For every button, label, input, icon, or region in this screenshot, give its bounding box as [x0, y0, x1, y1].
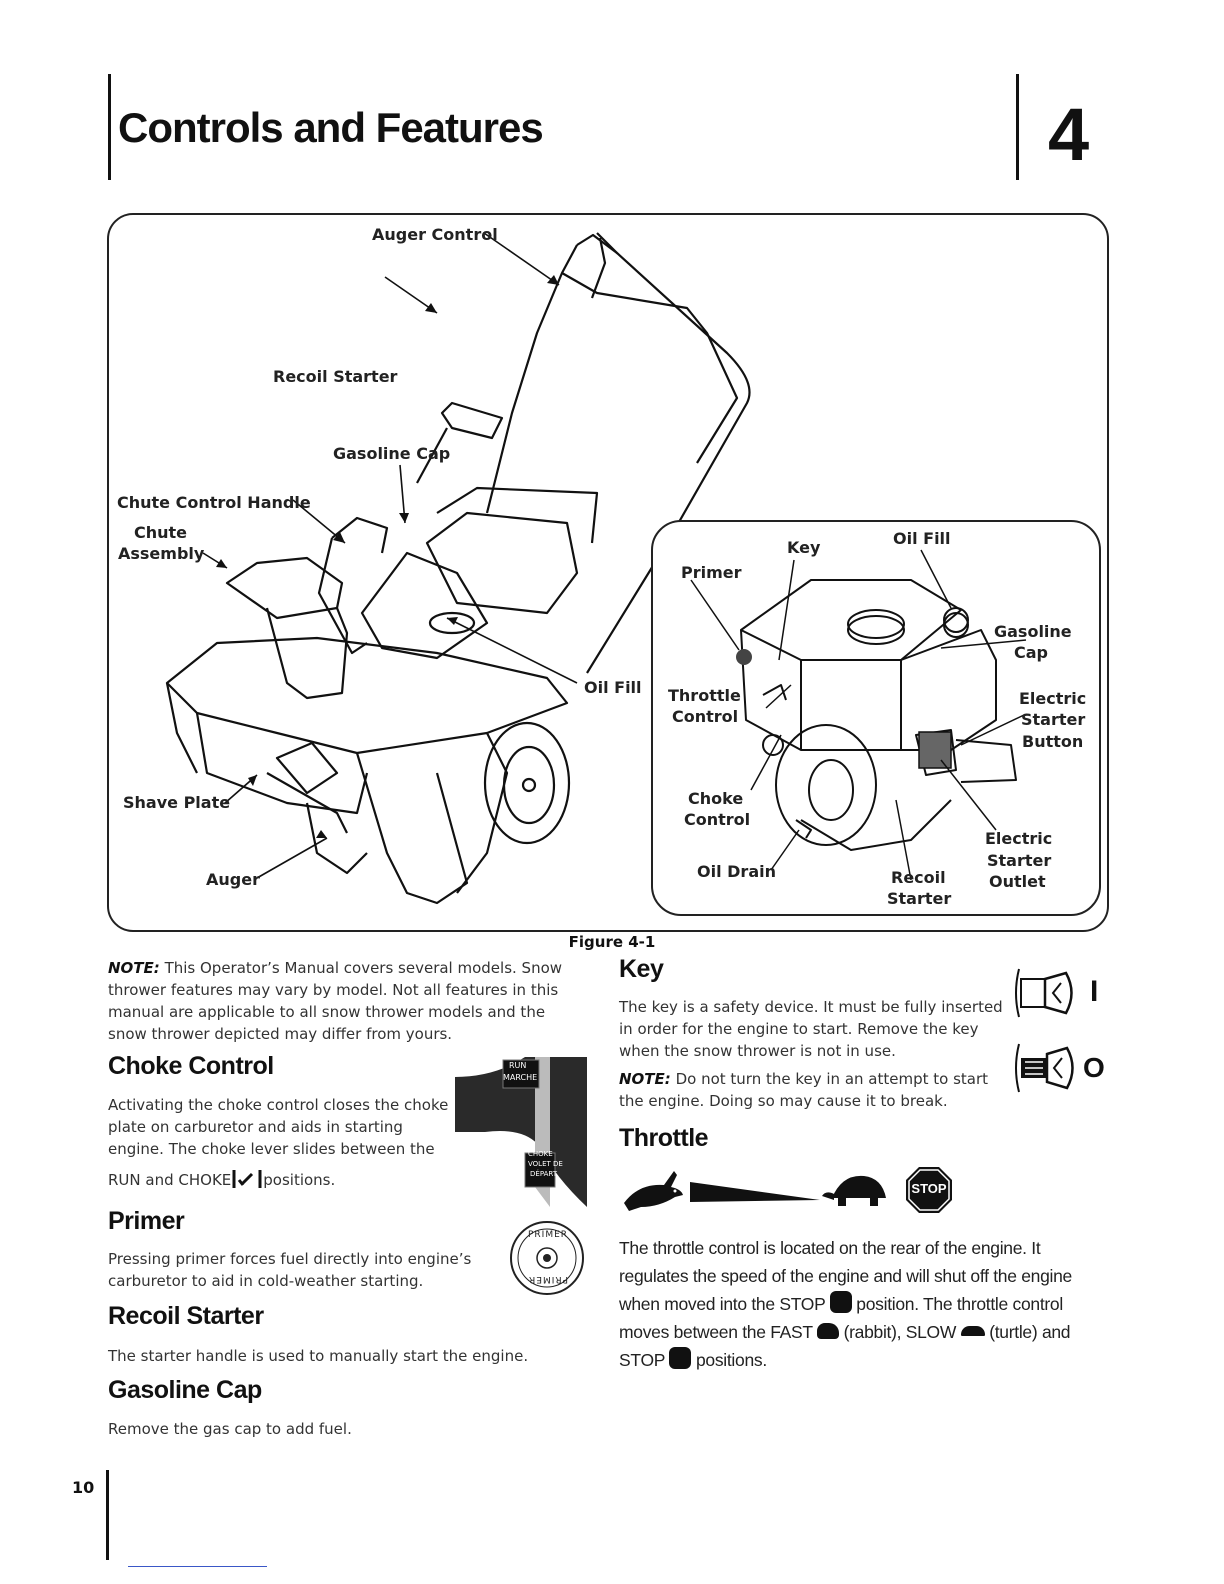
label-shave-plate: Shave Plate	[123, 793, 231, 812]
header-left-rule	[108, 74, 111, 180]
choke-decal-graphic	[455, 1057, 587, 1207]
note-paragraph: NOTE: This Operator’s Manual covers seve…	[108, 957, 588, 1045]
inset-label-key: Key	[787, 538, 821, 557]
inset-label-electric-starter-button-1: Electric	[1019, 689, 1087, 708]
choke-decal-marche-label: MARCHE	[503, 1073, 538, 1082]
primer-decal-text-top: PRIMER	[528, 1230, 569, 1240]
choke-control-text: Activating the choke control closes the …	[108, 1096, 449, 1158]
turtle-icon	[822, 1175, 886, 1206]
choke-decal-run-label: RUN	[509, 1061, 527, 1070]
rabbit-icon	[624, 1171, 683, 1211]
label-auger: Auger	[206, 870, 260, 889]
gasoline-cap-text: Remove the gas cap to add fuel.	[108, 1420, 352, 1438]
footer-link-underline	[128, 1566, 267, 1567]
label-chute-assembly-1: Chute	[134, 523, 188, 542]
heading-choke-control: Choke Control	[108, 1052, 274, 1080]
stop-sign-icon	[906, 1167, 952, 1213]
key-note-label: NOTE:	[619, 1070, 671, 1088]
label-oil-fill: Oil Fill	[584, 678, 642, 697]
snow-thrower-illustration	[165, 232, 751, 905]
key-note-text: Do not turn the key in an attempt to sta…	[619, 1070, 989, 1110]
label-chute-control-handle: Chute Control Handle	[117, 493, 311, 512]
label-chute-assembly-2: Assembly	[118, 544, 205, 563]
primer-decal-text-bottom: PRIMER	[528, 1274, 569, 1284]
inset-label-electric-starter-outlet-1: Electric	[985, 829, 1053, 848]
primer-decal-icon	[510, 1221, 584, 1295]
inset-label-gasoline-cap-1: Gasoline	[994, 622, 1072, 641]
inset-label-choke-control-1: Choke	[688, 789, 744, 808]
rabbit-inline-icon	[817, 1323, 840, 1339]
inset-label-electric-starter-outlet-2: Starter	[987, 851, 1052, 870]
key-inserted-icon	[1015, 968, 1073, 1018]
inset-label-throttle-control-1: Throttle	[668, 686, 741, 705]
primer-text: Pressing primer forces fuel directly int…	[108, 1250, 472, 1290]
inset-label-electric-starter-outlet-3: Outlet	[989, 872, 1046, 891]
page-number: 10	[72, 1478, 95, 1497]
label-auger-control: Auger Control	[372, 225, 498, 244]
page-title: Controls and Features	[118, 104, 544, 151]
chapter-number: 4	[1048, 93, 1090, 176]
turtle-inline-icon	[960, 1326, 985, 1336]
label-recoil-starter: Recoil Starter	[273, 367, 398, 386]
inset-label-electric-starter-button-3: Button	[1022, 732, 1084, 751]
recoil-starter-text: The starter handle is used to manually s…	[108, 1347, 529, 1365]
stop-inline-icon	[829, 1291, 852, 1313]
throttle-text: The throttle control is located on the r…	[619, 1238, 1072, 1370]
run-choke-symbol-icon	[231, 1168, 263, 1188]
inset-label-oil-drain: Oil Drain	[697, 862, 776, 881]
key-off-symbol: O	[1083, 1052, 1105, 1083]
note-label: NOTE:	[108, 959, 160, 977]
stop-inline-icon-2	[669, 1347, 692, 1369]
inset-label-recoil-starter-2: Starter	[887, 889, 952, 908]
key-note-paragraph: NOTE: Do not turn the key in an attempt …	[619, 1068, 1014, 1112]
header-right-rule	[1016, 74, 1019, 180]
key-on-symbol: I	[1090, 975, 1099, 1008]
choke-decal-depart-label: DÉPART	[530, 1170, 558, 1178]
inset-label-choke-control-2: Control	[684, 810, 751, 829]
inset-label-primer: Primer	[681, 563, 742, 582]
engine-inset-illustration	[690, 549, 1027, 881]
heading-primer: Primer	[108, 1207, 185, 1235]
heading-throttle: Throttle	[619, 1124, 709, 1152]
inset-label-oil-fill: Oil Fill	[893, 529, 951, 548]
key-text: The key is a safety device. It must be f…	[619, 998, 1003, 1060]
inset-label-recoil-starter-1: Recoil	[891, 868, 946, 887]
note-text: This Operator’s Manual covers several mo…	[108, 959, 563, 1043]
key-removed-icon	[1015, 1043, 1074, 1093]
stop-sign-label: STOP	[911, 1181, 947, 1196]
heading-recoil-starter: Recoil Starter	[108, 1302, 264, 1330]
heading-key: Key	[619, 955, 664, 983]
choke-decal-volet-label: VOLET DE	[528, 1160, 563, 1168]
inset-label-electric-starter-button-2: Starter	[1021, 710, 1086, 729]
figure-caption: Figure 4-1	[568, 933, 656, 951]
throttle-ramp-icon	[690, 1182, 820, 1202]
heading-gasoline-cap: Gasoline Cap	[108, 1376, 262, 1404]
footer-rule	[106, 1470, 109, 1560]
choke-decal-choke-label: CHOKE	[528, 1150, 553, 1158]
label-gasoline-cap: Gasoline Cap	[333, 444, 451, 463]
inset-label-throttle-control-2: Control	[672, 707, 739, 726]
engine-inset-frame	[651, 520, 1101, 916]
inset-label-gasoline-cap-2: Cap	[1014, 643, 1048, 662]
